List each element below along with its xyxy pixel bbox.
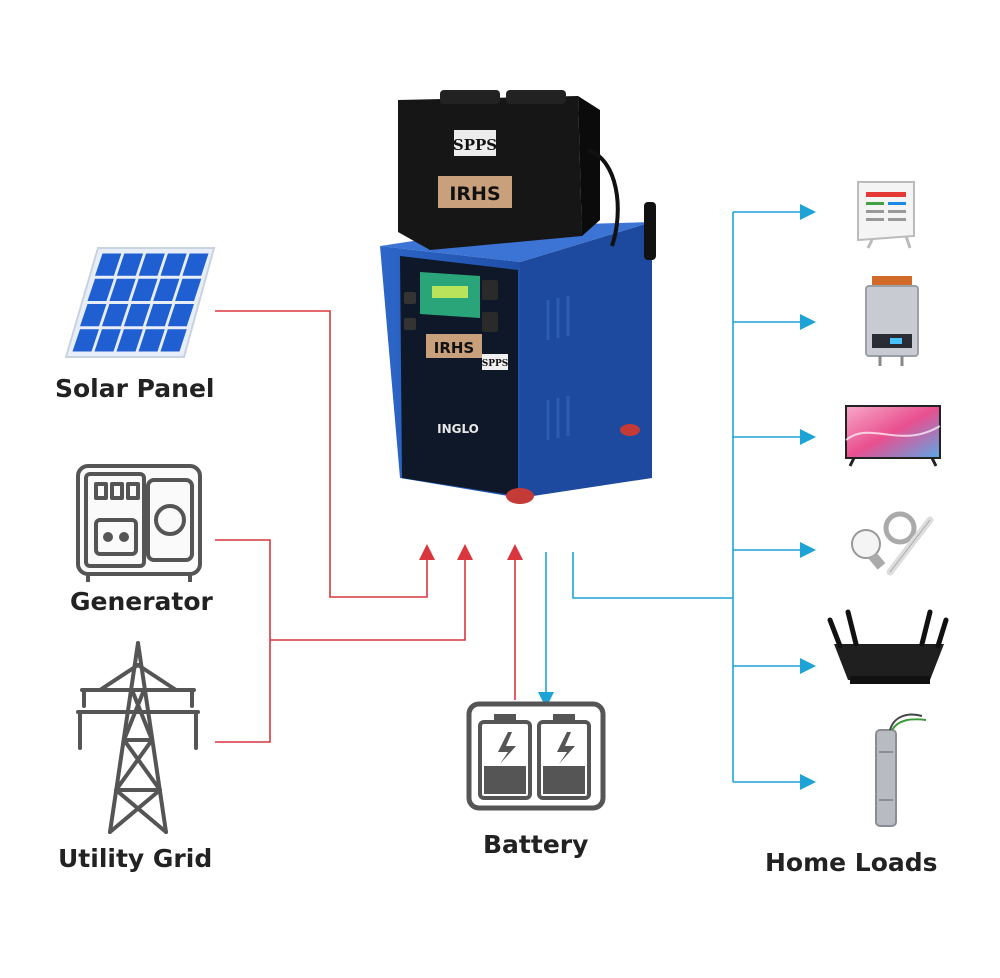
solar-cell: [160, 329, 187, 352]
output-lines: [538, 204, 816, 790]
solar-cell: [94, 329, 121, 352]
solar-cell: [175, 278, 202, 301]
solar-cell: [131, 278, 158, 301]
solar-cell: [101, 304, 129, 327]
solar-cell: [116, 329, 143, 352]
front-label-spps: SPPS: [482, 359, 509, 369]
solar-cell: [109, 278, 136, 301]
solar-cell: [80, 304, 107, 327]
wifi-router-icon: [827, 609, 949, 684]
solar-cell: [138, 329, 165, 352]
solar-cell: [138, 253, 165, 276]
input-lines: [215, 310, 523, 743]
battery-icon: [466, 701, 606, 811]
water-heater-icon: [865, 276, 919, 366]
solar-cell: [167, 304, 194, 327]
solar-cell: [72, 329, 99, 352]
front-label-irhs: IRHS: [434, 339, 475, 357]
solar-cell: [145, 304, 173, 327]
utility-grid-label: Utility Grid: [58, 844, 213, 873]
solar-cell: [95, 253, 122, 276]
home-loads-label: Home Loads: [765, 848, 938, 877]
water-pump-icon: [875, 713, 927, 827]
solar-cell: [160, 253, 187, 276]
solar-cell: [153, 278, 180, 301]
case-label-spps: SPPS: [453, 136, 497, 154]
solar-cell: [123, 304, 151, 327]
case-label-irhs: IRHS: [449, 183, 500, 205]
lcd-display: [432, 286, 468, 298]
battery-label: Battery: [483, 830, 589, 859]
info-board-icon: [857, 181, 915, 249]
light-bulbs-icon: [851, 511, 934, 576]
generator-label: Generator: [70, 587, 213, 616]
solar-cell: [116, 253, 144, 276]
utility-grid-icon: [76, 641, 200, 834]
solar-panel-icon: [64, 247, 216, 358]
generator-icon: [76, 464, 202, 582]
solar-panel-label: Solar Panel: [55, 374, 215, 403]
inverter-unit: [380, 90, 656, 504]
solar-cell: [182, 253, 209, 276]
solar-cell: [87, 278, 114, 301]
television-icon: [845, 405, 941, 467]
brand-logo: INGLO: [437, 422, 479, 436]
